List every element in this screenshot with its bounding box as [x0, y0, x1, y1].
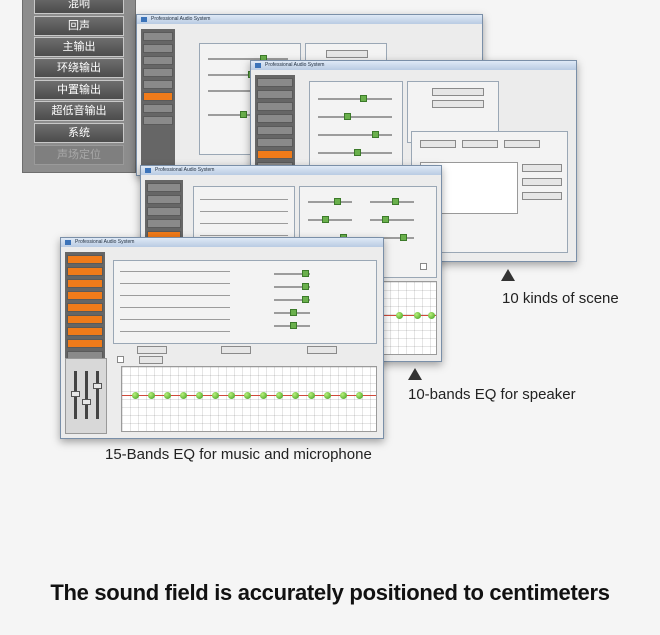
music-eq-point[interactable]: [132, 392, 139, 399]
scene-button[interactable]: [522, 192, 562, 200]
music-sidebar-item-active[interactable]: [67, 279, 103, 288]
scene-sidebar-item-active[interactable]: [257, 150, 293, 159]
music-eq-point[interactable]: [260, 392, 267, 399]
menu-center-output-button[interactable]: 中置输出: [34, 80, 124, 100]
menu-system-button[interactable]: 系统: [34, 123, 124, 143]
scene-button[interactable]: [462, 140, 498, 148]
scene-slider-knob[interactable]: [372, 131, 379, 138]
scene-sidebar-item[interactable]: [257, 102, 293, 111]
master-fader-knob[interactable]: [82, 399, 91, 405]
speaker-slider-knob[interactable]: [392, 198, 399, 205]
music-sidebar-item-active[interactable]: [67, 267, 103, 276]
background-window-sidebar: [141, 29, 175, 171]
speaker-eq-caption: 10-bands EQ for speaker: [408, 386, 576, 403]
music-slider-knob[interactable]: [290, 322, 297, 329]
music-sidebar-item-active[interactable]: [67, 327, 103, 336]
background-window-title: Professional Audio System: [137, 15, 482, 24]
speaker-sidebar-item[interactable]: [147, 219, 181, 228]
music-eq-graph[interactable]: [121, 366, 377, 432]
music-slider-knob[interactable]: [302, 270, 309, 277]
speaker-slider-knob[interactable]: [400, 234, 407, 241]
music-eq-point[interactable]: [180, 392, 187, 399]
scene-slider-knob[interactable]: [344, 113, 351, 120]
music-eq-point[interactable]: [148, 392, 155, 399]
headline: The sound field is accurately positioned…: [50, 580, 610, 605]
music-eq-sidebar: [65, 252, 105, 366]
scene-sidebar-item[interactable]: [257, 126, 293, 135]
music-eq-button[interactable]: [139, 356, 163, 364]
menu-reverb-button[interactable]: 混响: [34, 0, 124, 14]
menu-main-output-button[interactable]: 主输出: [34, 37, 124, 57]
music-eq-point[interactable]: [356, 392, 363, 399]
music-eq-point[interactable]: [324, 392, 331, 399]
speaker-eq-graph[interactable]: [373, 281, 437, 355]
speaker-sidebar-item[interactable]: [147, 195, 181, 204]
speaker-checkbox[interactable]: [420, 263, 427, 270]
scene-slider-knob[interactable]: [354, 149, 361, 156]
scene-button[interactable]: [420, 140, 456, 148]
scene-caption: 10 kinds of scene: [502, 290, 619, 307]
scene-sidebar-item[interactable]: [257, 78, 293, 87]
scene-sidebar-item[interactable]: [257, 138, 293, 147]
music-eq-point[interactable]: [244, 392, 251, 399]
music-sidebar-item-active[interactable]: [67, 339, 103, 348]
scene-button[interactable]: [522, 164, 562, 172]
menu-subwoofer-output-button[interactable]: 超低音输出: [34, 101, 124, 121]
speaker-eq-window-title: Professional Audio System: [141, 166, 441, 175]
speaker-sidebar-item[interactable]: [147, 183, 181, 192]
music-eq-point[interactable]: [308, 392, 315, 399]
scene-slider-knob[interactable]: [360, 95, 367, 102]
music-eq-point[interactable]: [196, 392, 203, 399]
scene-mode-select[interactable]: [432, 100, 484, 108]
scene-button[interactable]: [504, 140, 540, 148]
music-slider-knob[interactable]: [290, 309, 297, 316]
music-sidebar-item-active[interactable]: [67, 291, 103, 300]
music-slider-knob[interactable]: [302, 296, 309, 303]
music-eq-window: Professional Audio System: [60, 237, 384, 439]
music-sidebar-item-active[interactable]: [67, 303, 103, 312]
music-eq-select[interactable]: [221, 346, 251, 354]
speaker-slider-knob[interactable]: [322, 216, 329, 223]
scene-mode-select[interactable]: [432, 88, 484, 96]
scene-button[interactable]: [522, 178, 562, 186]
music-eq-checkbox[interactable]: [117, 356, 124, 363]
menu-sound-field-button[interactable]: 声场定位: [34, 145, 124, 165]
speaker-eq-point[interactable]: [414, 312, 421, 319]
music-eq-point[interactable]: [164, 392, 171, 399]
speaker-sidebar-item[interactable]: [147, 207, 181, 216]
master-fader-knob[interactable]: [71, 391, 80, 397]
speaker-slider-knob[interactable]: [382, 216, 389, 223]
scene-caption-triangle-icon: [501, 269, 515, 281]
scene-sidebar-item[interactable]: [257, 114, 293, 123]
speaker-eq-caption-triangle-icon: [408, 368, 422, 380]
music-eq-point[interactable]: [212, 392, 219, 399]
music-eq-point[interactable]: [276, 392, 283, 399]
music-eq-window-title: Professional Audio System: [61, 238, 383, 247]
music-eq-point[interactable]: [228, 392, 235, 399]
music-sidebar-item-active[interactable]: [67, 255, 103, 264]
music-eq-select[interactable]: [307, 346, 337, 354]
music-sidebar-item-active[interactable]: [67, 315, 103, 324]
menu-panel: 混响 回声 主输出 环绕输出 中置输出 超低音输出 系统 声场定位: [22, 0, 136, 173]
master-fader-knob[interactable]: [93, 383, 102, 389]
speaker-eq-point[interactable]: [396, 312, 403, 319]
music-eq-point[interactable]: [340, 392, 347, 399]
menu-surround-output-button[interactable]: 环绕输出: [34, 58, 124, 78]
menu-echo-button[interactable]: 回声: [34, 16, 124, 36]
music-eq-caption: 15-Bands EQ for music and microphone: [105, 446, 372, 463]
scene-sidebar-item[interactable]: [257, 90, 293, 99]
music-master-faders: [65, 358, 107, 434]
speaker-slider-knob[interactable]: [334, 198, 341, 205]
music-eq-point[interactable]: [292, 392, 299, 399]
music-eq-select[interactable]: [137, 346, 167, 354]
speaker-eq-point[interactable]: [428, 312, 435, 319]
scene-window-title: Professional Audio System: [251, 61, 576, 70]
music-eq-band-panel: [113, 260, 377, 344]
music-slider-knob[interactable]: [302, 283, 309, 290]
